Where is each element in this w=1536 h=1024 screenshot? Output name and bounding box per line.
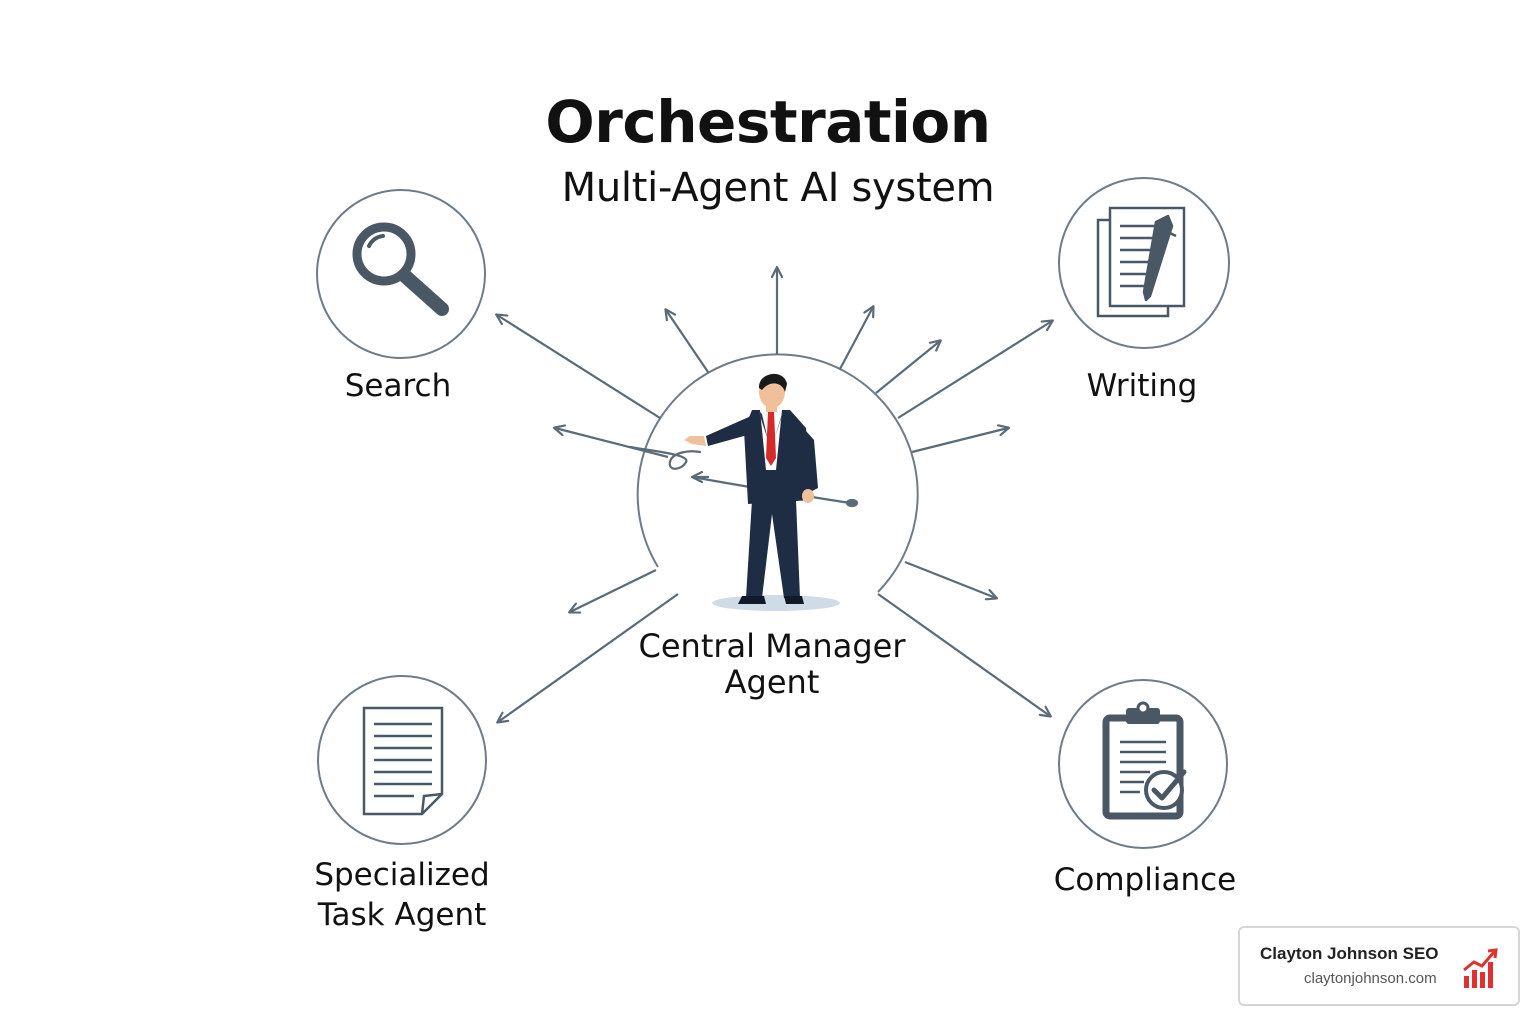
arrow-to-specialized	[498, 593, 679, 722]
writing-label: Writing	[1086, 368, 1198, 404]
arrow-to-compliance	[877, 593, 1050, 716]
connector-arrows	[497, 268, 1052, 722]
arrow-to-search	[497, 315, 661, 419]
arrow-lower-right	[904, 560, 996, 598]
clipboard-check-icon	[1102, 701, 1187, 820]
diagram-title: Orchestration	[545, 88, 991, 156]
arrow-up-left	[666, 310, 709, 373]
arrow-left	[555, 428, 669, 459]
brand-name: Clayton Johnson SEO	[1260, 944, 1439, 963]
search-node	[316, 189, 486, 359]
arrow-lower-left	[570, 569, 657, 612]
writing-node	[1058, 177, 1230, 349]
arrow-right	[911, 428, 1008, 454]
central-circle	[636, 353, 919, 593]
arrow-to-writing	[897, 321, 1052, 419]
search-label: Search	[344, 368, 452, 404]
brand-watermark: Clayton Johnson SEO claytonjohnson.com	[1238, 926, 1520, 1006]
bar-chart-growth-icon	[1463, 948, 1498, 988]
central-manager-label: Central Manager Agent	[622, 628, 922, 700]
brand-url: claytonjohnson.com	[1304, 970, 1437, 987]
specialized-label-line1: Specialized	[314, 857, 490, 893]
document-pen-icon	[1096, 206, 1186, 318]
manager-label-line2: Agent	[724, 663, 820, 701]
specialized-node	[317, 675, 487, 845]
specialized-label-line2: Task Agent	[317, 897, 487, 933]
magnifying-glass-icon	[352, 222, 449, 316]
compliance-node	[1058, 679, 1228, 849]
document-icon	[362, 706, 444, 816]
arrow-up-right	[839, 307, 873, 370]
compliance-label: Compliance	[1053, 862, 1237, 898]
diagram-subtitle: Multi-Agent AI system	[561, 165, 995, 211]
specialized-task-agent-label: Specialized Task Agent	[292, 855, 512, 935]
arrow-right-upper	[875, 341, 940, 394]
businessman-figure-icon	[684, 373, 840, 611]
manager-label-line1: Central Manager	[638, 627, 906, 665]
